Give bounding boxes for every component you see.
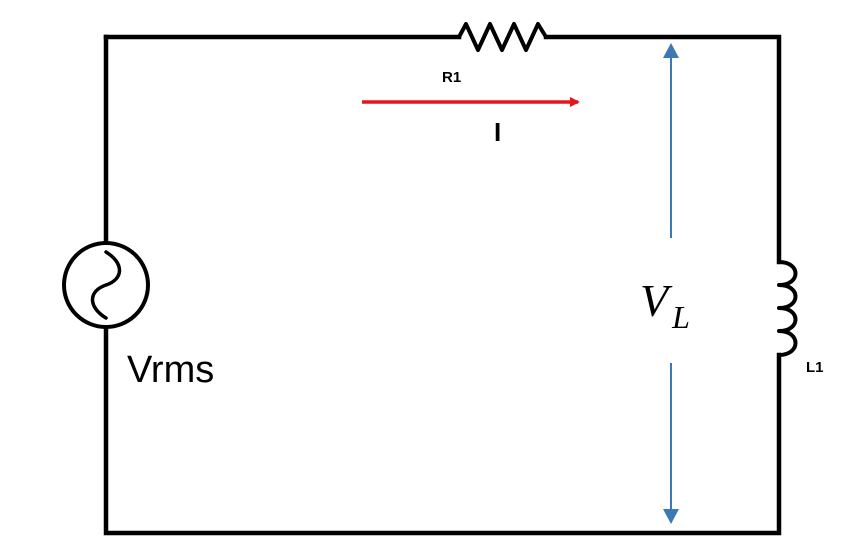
voltage-label: V L [640, 275, 690, 335]
inductor-label: L1 [806, 359, 824, 376]
voltage-arrow-up-head [663, 43, 679, 58]
voltage-label-subscript: L [671, 299, 690, 335]
circuit-wires [103, 34, 782, 536]
ac-source [62, 241, 150, 329]
inductor-l1 [777, 260, 798, 357]
voltage-arrow [663, 43, 679, 524]
resistor-label: R1 [442, 69, 461, 86]
voltage-arrow-down-head [663, 509, 679, 524]
voltage-label-symbol: V [640, 275, 673, 326]
source-label: Vrms [127, 349, 214, 391]
sine-wave-icon [90, 250, 122, 320]
resistor-r1 [457, 22, 548, 52]
wire-top-right [543, 34, 782, 265]
current-label: I [494, 117, 501, 147]
wire-right-bottom [103, 324, 782, 536]
